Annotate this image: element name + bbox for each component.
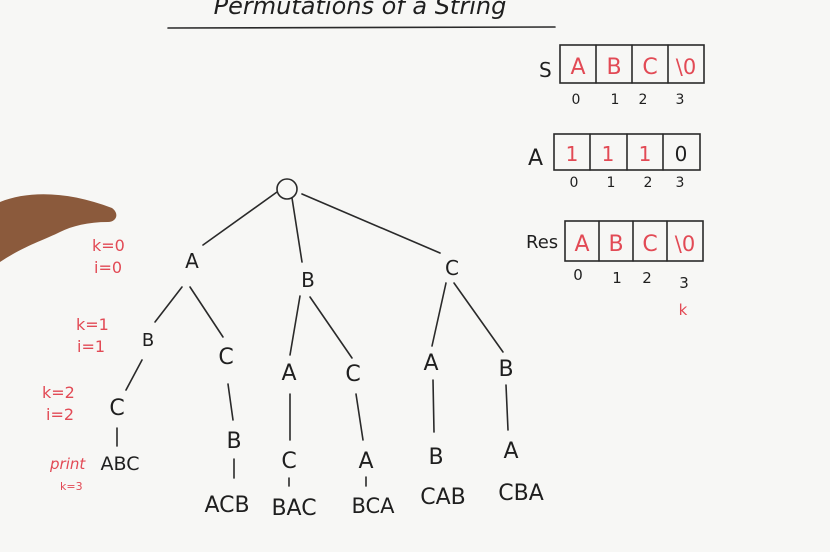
permutation-leaf: ABC xyxy=(101,453,140,475)
array-index: 3 xyxy=(676,92,685,108)
array-index: 1 xyxy=(607,175,616,191)
tree-node-level3: C xyxy=(109,396,124,421)
permutation-leaf: CAB xyxy=(420,485,466,510)
array-cell: \0 xyxy=(675,232,695,256)
permutation-leaf: ACB xyxy=(204,493,249,518)
tree-node-level2: B xyxy=(142,330,154,351)
array-cell: 0 xyxy=(675,142,688,166)
tree-node-level3: C xyxy=(281,449,296,474)
tree-node-level2: C xyxy=(218,345,233,370)
page-title: Permutations of a String xyxy=(214,0,507,20)
array-cell: \0 xyxy=(676,55,696,79)
title-underline xyxy=(167,26,556,29)
array-index: 0 xyxy=(570,175,579,191)
array-cell: A xyxy=(570,55,585,80)
tree-node-level3: A xyxy=(503,439,518,464)
annotation-i2: i=2 xyxy=(46,405,74,424)
tree-node-level3: A xyxy=(358,449,373,474)
array-s-label: S xyxy=(539,58,552,82)
array-index: 3 xyxy=(679,274,689,292)
array-cell: A xyxy=(574,232,589,257)
tree-node-level1-a: A xyxy=(185,249,199,273)
annotation-k2: k=2 xyxy=(42,383,75,402)
array-res: Res A B C \0 0 1 2 3 k xyxy=(526,220,704,319)
array-cell: 1 xyxy=(639,142,652,166)
tree-node-level2: C xyxy=(345,362,360,387)
array-cell: 1 xyxy=(602,142,615,166)
annotation-k3: k=3 xyxy=(60,480,83,493)
tree-root-node xyxy=(276,178,298,200)
array-cell: C xyxy=(642,55,657,80)
array-res-label: Res xyxy=(526,232,558,253)
tree-node-level1-c: C xyxy=(445,256,459,280)
array-s: S A B C \0 0 1 2 3 xyxy=(539,44,705,108)
array-index: 2 xyxy=(644,175,653,191)
permutation-leaf: BAC xyxy=(271,496,316,521)
tree-node-level3: B xyxy=(428,445,443,470)
annotation-k0: k=0 xyxy=(92,236,125,255)
annotation-print: print xyxy=(49,455,86,473)
recursion-annotations: k=0 i=0 k=1 i=1 k=2 i=2 print k=3 xyxy=(42,236,125,493)
presenter-hand xyxy=(0,194,117,262)
array-cell: B xyxy=(606,55,621,80)
array-index: 2 xyxy=(642,269,652,287)
array-index: 3 xyxy=(676,175,685,191)
tree-edges xyxy=(116,191,509,487)
annotation-k1: k=1 xyxy=(76,315,109,334)
permutation-leaf: CBA xyxy=(498,481,544,506)
array-index: 2 xyxy=(639,92,648,108)
tree-node-level2: A xyxy=(423,351,438,376)
tree-node-level1-b: B xyxy=(301,268,315,292)
array-index: 1 xyxy=(612,269,622,287)
array-cell: C xyxy=(642,232,657,257)
array-res-pointer-k: k xyxy=(679,301,688,319)
array-a: A 1 1 1 0 0 1 2 3 xyxy=(528,133,701,191)
array-index: 1 xyxy=(611,92,620,108)
tree-node-level3: B xyxy=(226,429,241,454)
array-cell: 1 xyxy=(566,142,579,166)
tree-node-level2: A xyxy=(281,361,296,386)
array-cell: B xyxy=(608,232,623,257)
tree-node-level2: B xyxy=(498,357,513,382)
array-a-label: A xyxy=(528,146,543,171)
annotation-i0: i=0 xyxy=(94,258,122,277)
permutation-leaf: BCA xyxy=(351,494,395,518)
array-index: 0 xyxy=(573,266,583,284)
array-index: 0 xyxy=(572,92,581,108)
annotation-i1: i=1 xyxy=(77,337,105,356)
